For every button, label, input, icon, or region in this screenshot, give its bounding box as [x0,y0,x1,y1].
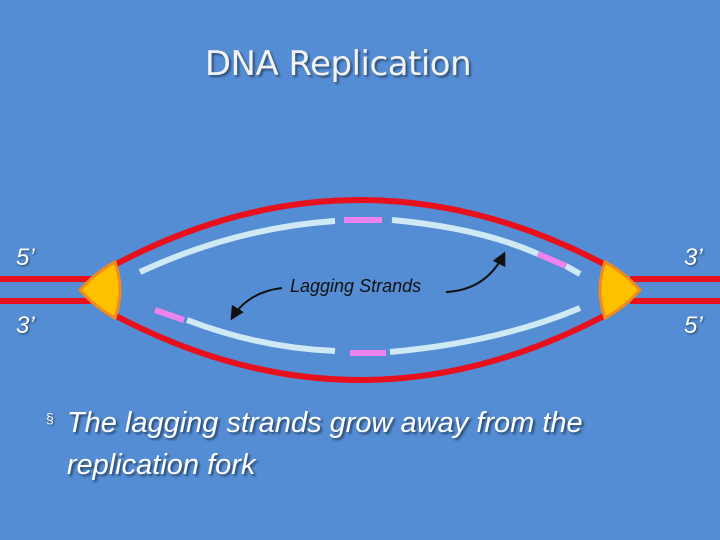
slide-title-text: DNA Replication [204,44,472,84]
bullet-text: The lagging strands grow away from the r… [66,407,583,481]
label-bottom-left-3prime: 3’ [16,312,35,339]
new-strand-bottom-left [185,317,336,354]
new-strand-top-left [138,218,336,275]
label-top-left-5prime: 5’ [16,244,35,271]
parent-strand-top-arc [103,197,617,273]
primer-bottom-left [154,307,185,323]
label-bottom-right-5prime: 5’ [684,312,703,339]
parent-strand-bottom-arc [103,307,617,383]
new-strand-top-far-right [564,263,582,277]
arrow-to-top-lagging-strand [445,251,506,293]
bullet-marker-icon: § [46,410,54,426]
new-strand-bottom-right [389,305,582,355]
slide-title: DNA Replication [0,44,720,84]
right-helicase-icon [598,259,643,321]
primer-top-right [536,251,568,269]
lagging-strands-label: Lagging Strands [290,276,422,296]
left-helicase-icon [77,259,122,321]
arrow-to-bottom-lagging-strand [230,287,283,321]
new-strand-top-right [391,217,540,257]
label-top-right-3prime: 3’ [684,244,703,271]
bullet-item: § The lagging strands grow away from the… [46,402,686,486]
